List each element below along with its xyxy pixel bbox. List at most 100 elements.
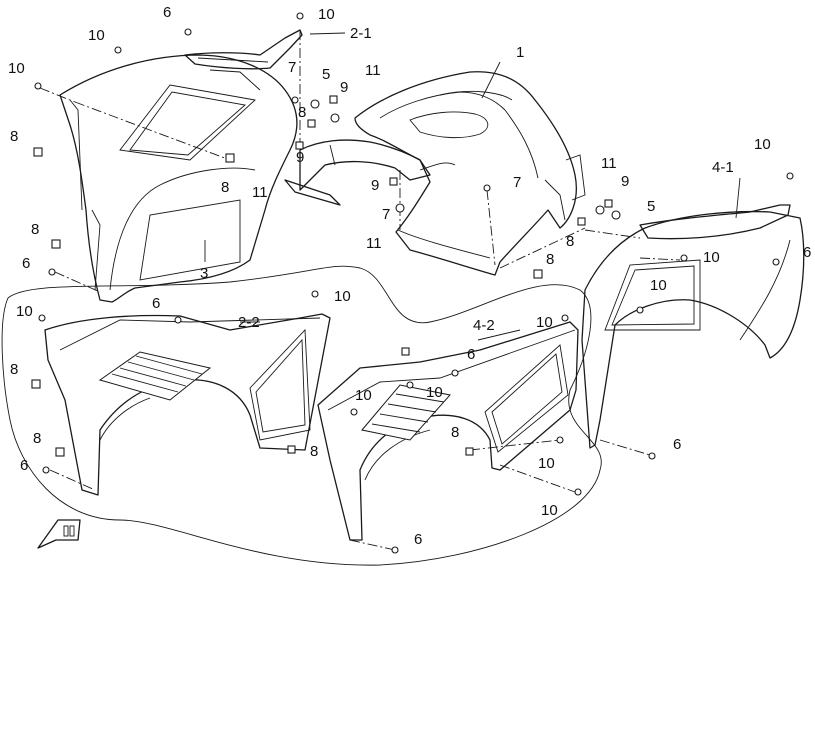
part-label: 8 <box>310 443 318 460</box>
part-label: 1 <box>516 44 524 61</box>
nut-icon <box>395 203 405 213</box>
part-label: 9 <box>371 177 379 194</box>
clip-icon <box>465 447 474 456</box>
screw-icon <box>680 254 688 262</box>
part-label: 10 <box>16 303 33 320</box>
nut-icon <box>595 205 605 215</box>
clip-icon <box>401 347 410 356</box>
part-label: 10 <box>536 314 553 331</box>
part-label: 10 <box>538 455 555 472</box>
clip-icon <box>533 269 543 279</box>
part-label: 7 <box>382 206 390 223</box>
part-label: 10 <box>355 387 372 404</box>
right-tread-plate <box>361 384 451 441</box>
part-label: 10 <box>334 288 351 305</box>
screw-icon <box>291 96 299 104</box>
nut-icon <box>611 210 621 220</box>
leader-lines <box>204 32 741 341</box>
arrow-front-indicator-icon <box>37 519 81 549</box>
clip-icon <box>287 445 296 454</box>
part-label: 5 <box>322 66 330 83</box>
part-label: 11 <box>252 184 268 201</box>
screw-icon <box>114 46 122 54</box>
screw-icon <box>648 452 656 460</box>
part-label: 6 <box>163 4 171 21</box>
alignment-lines <box>39 30 681 551</box>
part-labels: 1 2-1 2-2 3 4-1 4-2 5 5 6 6 6 6 6 6 6 6 … <box>8 4 811 548</box>
part-label: 8 <box>33 430 41 447</box>
screw-icon <box>184 28 192 36</box>
clip-icon <box>329 95 338 104</box>
part-label: 10 <box>541 502 558 519</box>
left-tread-plate <box>98 351 212 401</box>
right-fender-4-1 <box>581 210 805 449</box>
screw-icon <box>391 546 399 554</box>
part-label: 7 <box>513 174 521 191</box>
nut-icon <box>310 99 320 109</box>
part-label: 10 <box>8 60 25 77</box>
center-bracket <box>284 139 431 206</box>
part-label: 10 <box>426 384 443 401</box>
screw-icon <box>561 314 569 322</box>
part-label: 5 <box>647 198 655 215</box>
right-footwell-4-2 <box>317 321 579 541</box>
part-label: 8 <box>566 233 574 250</box>
part-label: 11 <box>601 155 617 172</box>
screw-icon <box>483 184 491 192</box>
part-label: 8 <box>10 128 18 145</box>
clip-icon <box>389 177 398 186</box>
part-label: 9 <box>621 173 629 190</box>
screw-icon <box>574 488 582 496</box>
clip-icon <box>225 153 235 163</box>
clip-icon <box>33 147 43 157</box>
screw-icon <box>636 306 644 314</box>
part-label: 4-1 <box>712 159 734 176</box>
clip-icon <box>604 199 613 208</box>
part-label: 8 <box>546 251 554 268</box>
clip-icon <box>31 379 41 389</box>
screw-icon <box>311 290 319 298</box>
part-label: 7 <box>288 59 296 76</box>
part-label: 10 <box>88 27 105 44</box>
screw-icon <box>556 436 564 444</box>
lower-assembly-outline <box>1 265 602 566</box>
part-label: 9 <box>296 149 304 166</box>
part-label: 9 <box>340 79 348 96</box>
part-label: 6 <box>414 531 422 548</box>
part-label: 6 <box>152 295 160 312</box>
part-label: 6 <box>22 255 30 272</box>
clip-icon <box>295 141 304 150</box>
screw-icon <box>451 369 459 377</box>
part-label: 6 <box>467 346 475 363</box>
clip-icon <box>55 447 65 457</box>
screw-icon <box>174 316 182 324</box>
part-label: 6 <box>803 244 811 261</box>
screw-icon <box>296 12 304 20</box>
screw-icon <box>42 466 50 474</box>
screw-icon <box>48 268 56 276</box>
part-label: 6 <box>673 436 681 453</box>
screw-icon <box>786 172 794 180</box>
part-label: 11 <box>365 62 381 79</box>
part-label: 11 <box>366 235 382 252</box>
nut-icon <box>330 113 340 123</box>
clip-icon <box>307 119 316 128</box>
screw-icon <box>34 82 42 90</box>
part-label: 10 <box>703 249 720 266</box>
part-label: 10 <box>318 6 335 23</box>
part-label: 2-1 <box>350 25 372 42</box>
part-label: 8 <box>451 424 459 441</box>
clip-icon <box>577 217 586 226</box>
left-rail-2-1 <box>184 29 303 70</box>
screw-icon <box>350 408 358 416</box>
left-footwell-2-2 <box>44 313 331 496</box>
right-rail-4-1 <box>639 204 791 240</box>
part-label: 8 <box>221 179 229 196</box>
part-label: 8 <box>10 361 18 378</box>
fasteners <box>31 12 794 554</box>
part-label: 10 <box>754 136 771 153</box>
part-label: 10 <box>650 277 667 294</box>
screw-icon <box>38 314 46 322</box>
part-label: 8 <box>31 221 39 238</box>
